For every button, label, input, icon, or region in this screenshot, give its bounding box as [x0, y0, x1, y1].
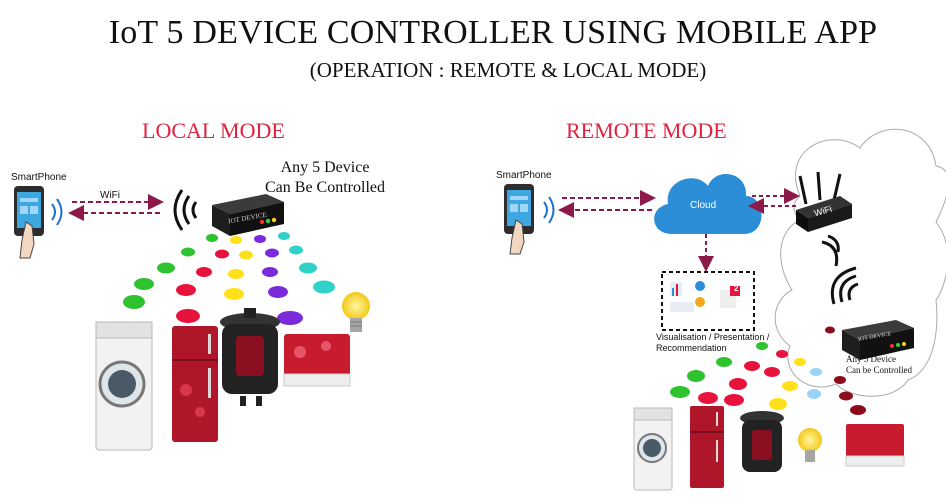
remote-iot-device-icon — [842, 320, 914, 360]
local-signal-dots — [123, 232, 335, 325]
remote-signal-icon — [821, 234, 859, 305]
remote-device-note-line2: Can be Controlled — [846, 365, 912, 375]
local-device-note: Any 5 Device Can Be Controlled — [250, 158, 400, 198]
remote-refrigerator-icon — [690, 406, 724, 488]
wifi-router-icon — [796, 171, 852, 232]
visualisation-label: Visualisation / Presentation / Recommend… — [656, 332, 769, 354]
visualisation-label-line1: Visualisation / Presentation / — [656, 332, 770, 342]
local-wifi-arrows — [68, 194, 164, 221]
notification-count: 2 — [734, 284, 739, 293]
visualisation-panel — [661, 271, 755, 331]
remote-cloud-router-arrows — [748, 188, 800, 214]
local-washing-machine-icon — [95, 321, 153, 451]
local-pressure-cooker-icon — [220, 308, 280, 406]
local-device-note-line1: Any 5 Device — [280, 159, 370, 176]
remote-device-note-line1: Any 5 Device — [846, 354, 896, 364]
remote-smartphone-label: SmartPhone — [496, 170, 552, 181]
local-iot-device-icon — [212, 194, 284, 236]
local-smartphone-label: SmartPhone — [11, 172, 67, 183]
remote-air-conditioner-icon — [845, 424, 905, 467]
local-bulb-icon — [342, 292, 370, 332]
remote-mode-heading: REMOTE MODE — [566, 118, 727, 143]
local-mode-heading: LOCAL MODE — [142, 118, 285, 143]
cloud-label: Cloud — [690, 200, 717, 211]
local-smartphone-icon — [14, 186, 63, 259]
remote-smartphone-icon — [504, 184, 555, 255]
remote-device-note: Any 5 Device Can be Controlled — [846, 354, 912, 376]
local-device-note-line2: Can Be Controlled — [265, 179, 385, 196]
cloud-icon — [654, 173, 762, 234]
remote-bulb-icon — [798, 428, 822, 462]
remote-signal-dots — [670, 326, 866, 415]
remote-phone-cloud-arrows — [558, 190, 656, 218]
local-wifi-label: WiFi — [100, 190, 120, 201]
page-subtitle: (OPERATION : REMOTE & LOCAL MODE) — [309, 58, 707, 82]
remote-washing-machine-icon — [633, 407, 673, 491]
local-signal-icon — [173, 189, 198, 231]
local-air-conditioner-icon — [283, 334, 351, 387]
page-title: IoT 5 DEVICE CONTROLLER USING MOBILE APP — [108, 14, 878, 51]
local-refrigerator-icon — [172, 326, 218, 442]
remote-pressure-cooker-icon — [740, 411, 784, 472]
visualisation-label-line2: Recommendation — [656, 343, 727, 353]
